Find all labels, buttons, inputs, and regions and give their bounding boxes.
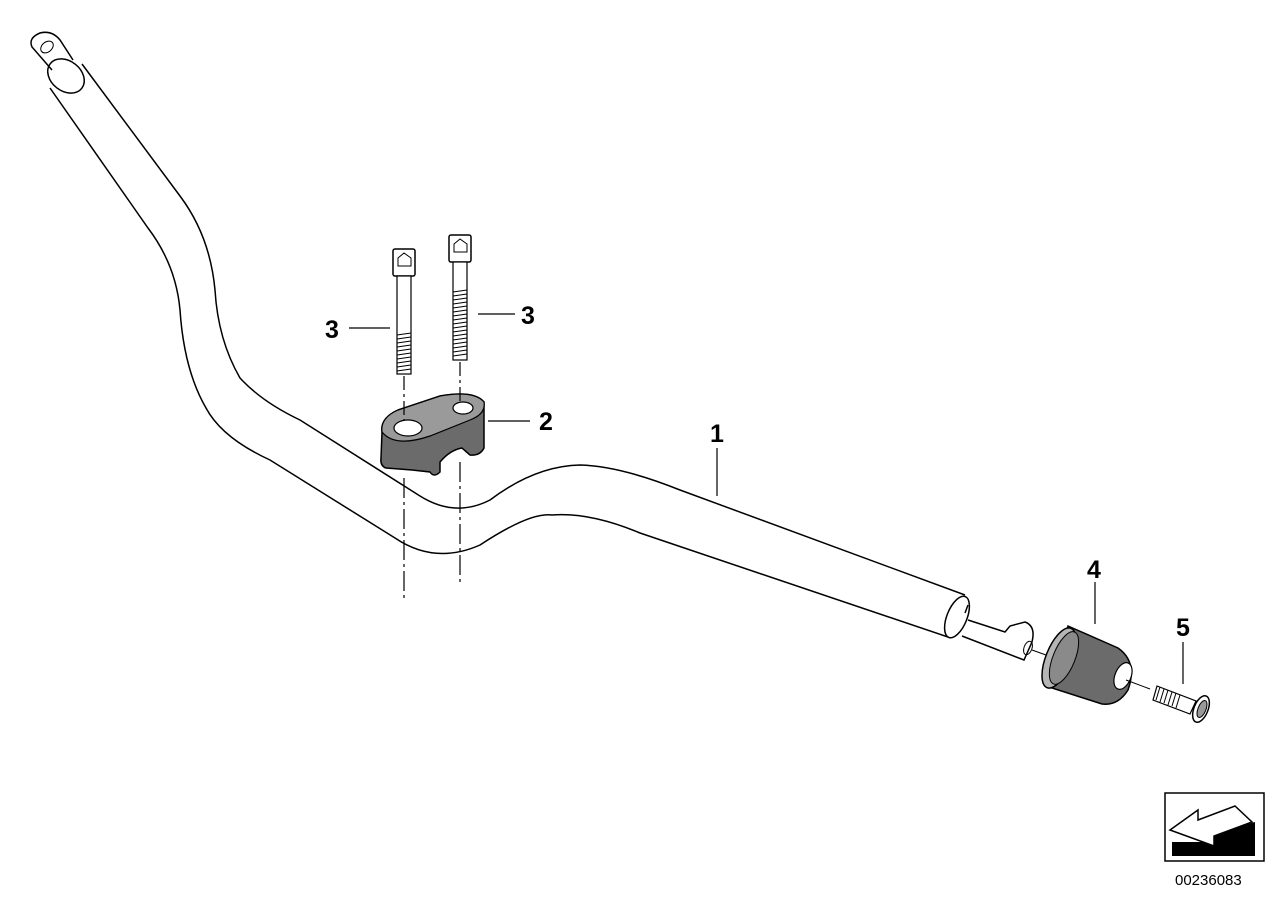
callout-2: 2 [539, 408, 553, 436]
leader-lines [349, 313, 1184, 684]
screw-right-part [448, 234, 472, 361]
bar-end-weight-part [1031, 624, 1151, 705]
clamp-part [380, 393, 485, 476]
arrow-down-left-icon [1164, 792, 1265, 862]
document-number: 00236083 [1175, 872, 1242, 889]
callout-5: 5 [1176, 614, 1190, 642]
countersunk-screw-part [1152, 685, 1211, 723]
assembly-axes [403, 362, 461, 600]
callout-3-right: 3 [521, 302, 535, 330]
callout-4: 4 [1087, 556, 1101, 584]
callout-1: 1 [710, 420, 724, 448]
screw-left-part [392, 248, 416, 375]
callout-3-left: 3 [325, 316, 339, 344]
handlebar-part [30, 31, 1034, 661]
